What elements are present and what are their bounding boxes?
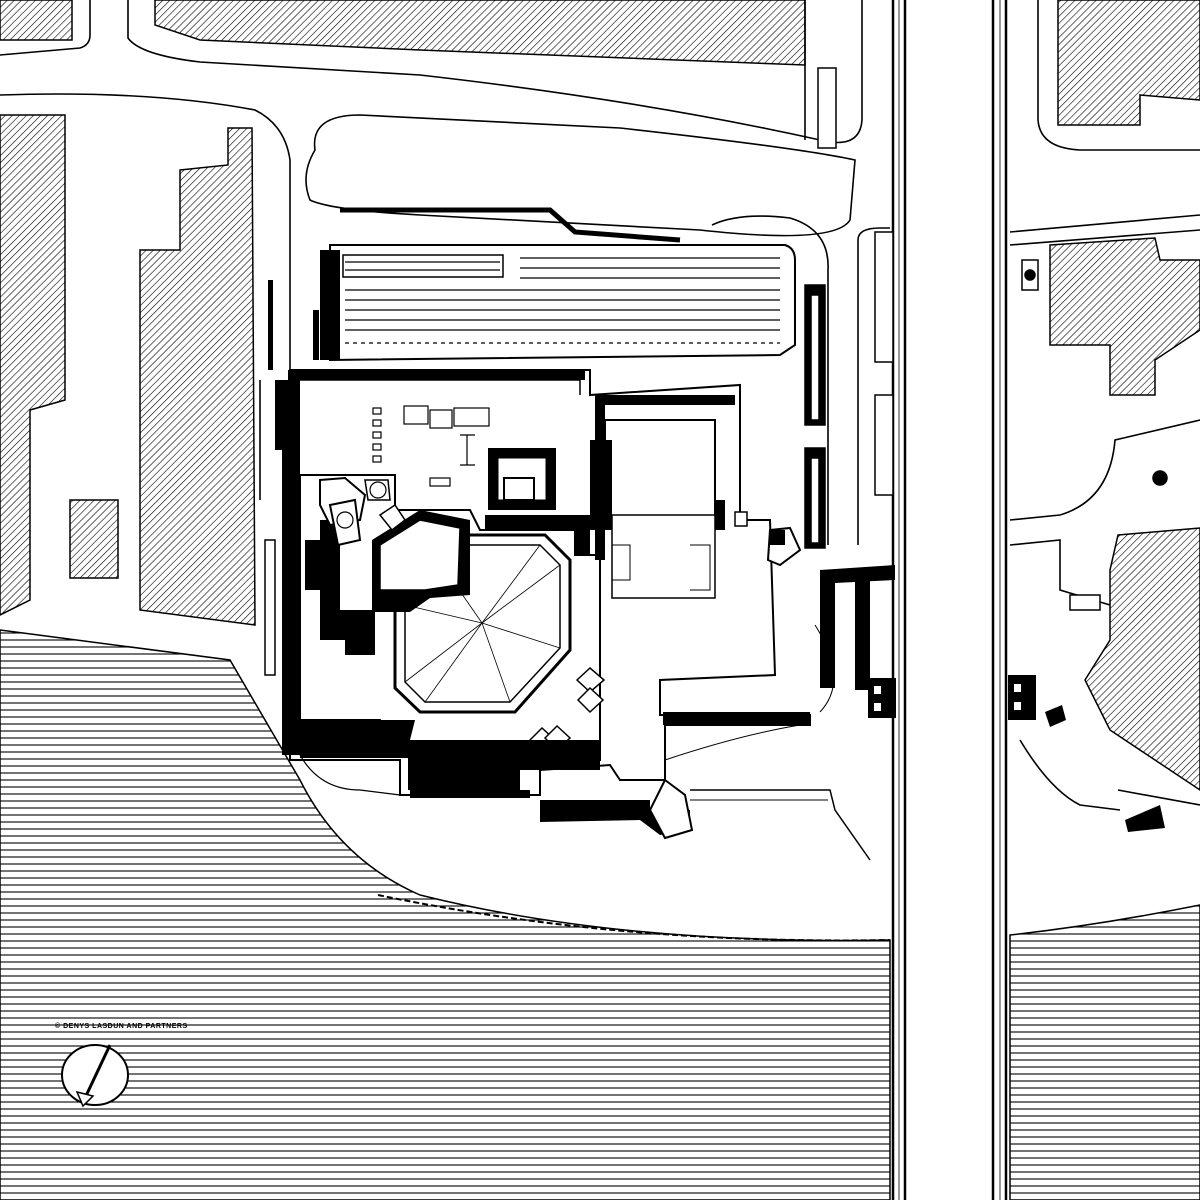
roads [0, 0, 1200, 811]
east-walkway [766, 526, 1165, 832]
upper-terrace-details [372, 405, 490, 487]
lyttelton-stage-block [590, 395, 748, 599]
drawing-credit: © DENYS LASDUN AND PARTNERS [55, 1022, 188, 1030]
olivier-auditorium [299, 474, 606, 761]
neighbouring-buildings [0, 0, 1200, 791]
river-terrace-area [0, 629, 1200, 1200]
workshop-roof-lines [345, 257, 780, 344]
theatre-building [264, 207, 1165, 861]
bridge [891, 0, 1008, 1200]
north-arrow-icon [61, 1044, 129, 1108]
road-kiosks [804, 67, 1168, 611]
lyttelton-fly-tower [488, 448, 556, 510]
river-terraces [408, 712, 810, 840]
